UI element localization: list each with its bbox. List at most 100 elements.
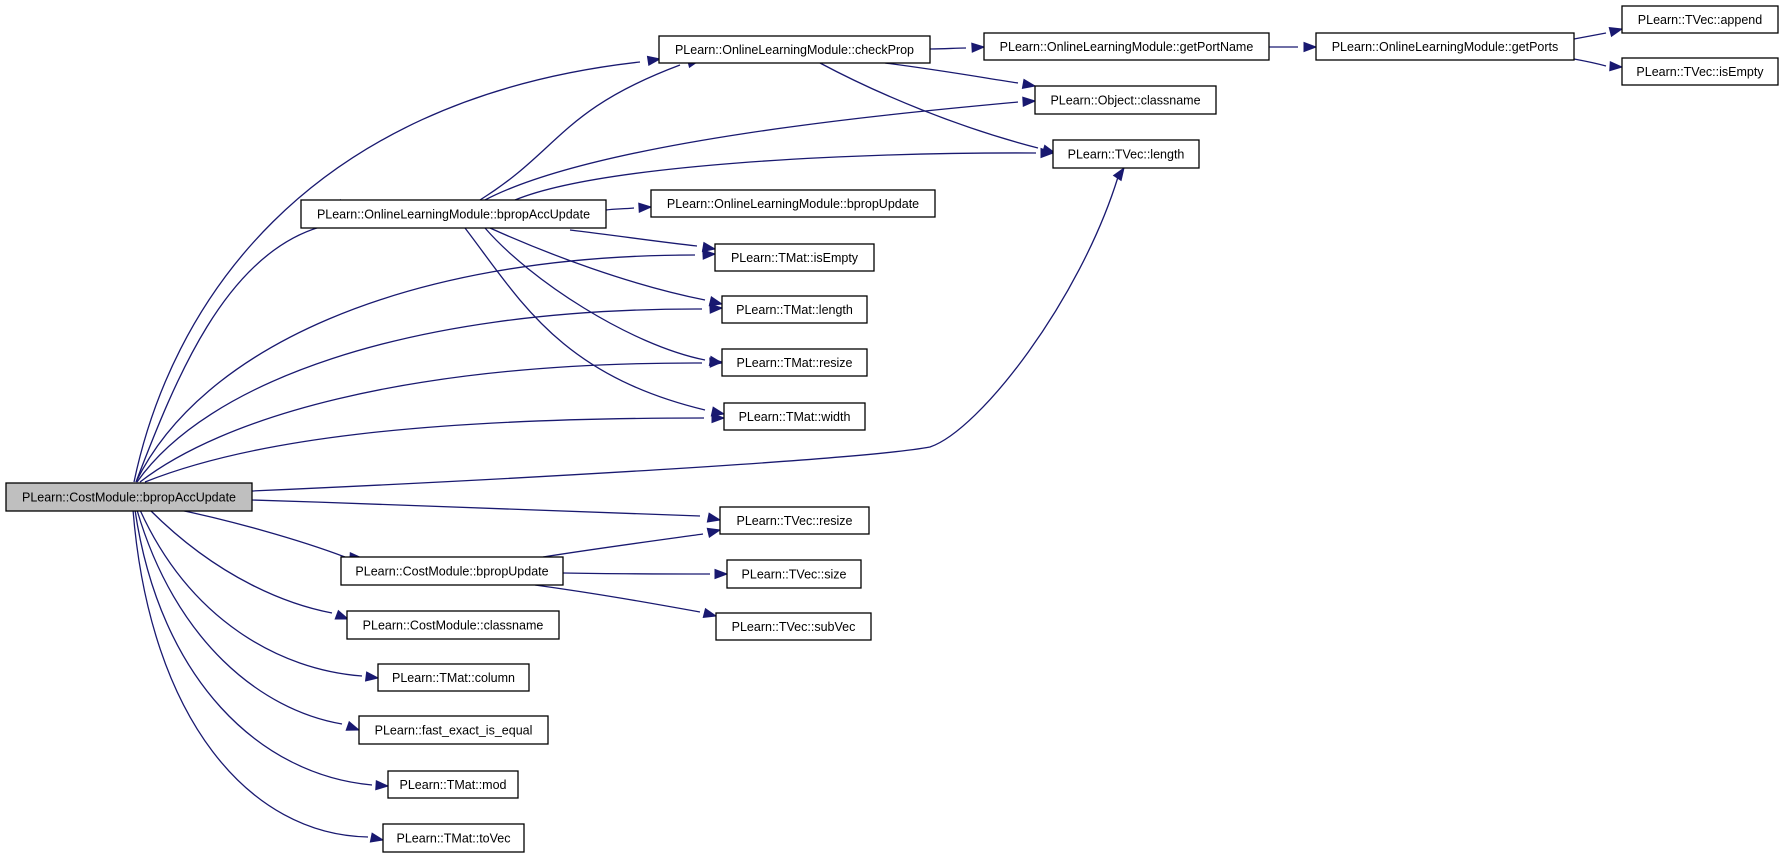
node-fast-exact-is-equal[interactable]: PLearn::fast_exact_is_equal bbox=[358, 715, 549, 745]
arrowhead bbox=[971, 42, 986, 53]
node-root[interactable]: PLearn::CostModule::bpropAccUpdate bbox=[5, 482, 253, 512]
edge-root-to-olm-bpropAccUpdate bbox=[135, 198, 341, 483]
arrowhead bbox=[701, 241, 717, 253]
node-tvec-resize[interactable]: PLearn::TVec::resize bbox=[719, 506, 870, 535]
node-box bbox=[1621, 57, 1779, 86]
node-box bbox=[300, 199, 607, 229]
node-obj-classname[interactable]: PLearn::Object::classname bbox=[1034, 85, 1217, 115]
node-cm-classname[interactable]: PLearn::CostModule::classname bbox=[346, 610, 560, 640]
edge-line bbox=[884, 62, 1019, 84]
edge-root-to-tmat-isEmpty bbox=[135, 249, 717, 483]
node-box bbox=[721, 348, 868, 377]
edges-layer bbox=[132, 26, 1624, 843]
node-label: PLearn::OnlineLearningModule::getPorts bbox=[1332, 40, 1559, 54]
node-box bbox=[5, 482, 253, 512]
node-box bbox=[721, 295, 868, 324]
node-tmat-mod[interactable]: PLearn::TMat::mod bbox=[387, 770, 519, 799]
edge-line bbox=[132, 509, 369, 838]
node-olm-checkProp[interactable]: PLearn::OnlineLearningModule::checkProp bbox=[658, 35, 931, 64]
node-box bbox=[1052, 139, 1200, 169]
edge-root-to-tmat-length bbox=[136, 303, 724, 483]
edge-line bbox=[144, 417, 705, 483]
edge-olm-bpropAccUpdate-to-tmat-isEmpty bbox=[569, 229, 717, 253]
node-box bbox=[358, 715, 549, 745]
arrowhead bbox=[1040, 147, 1055, 159]
node-box bbox=[726, 559, 862, 589]
node-olm-bpropAccUpdate[interactable]: PLearn::OnlineLearningModule::bpropAccUp… bbox=[300, 199, 607, 229]
node-label: PLearn::CostModule::bpropUpdate bbox=[355, 565, 548, 579]
arrowhead bbox=[709, 303, 724, 314]
edge-line bbox=[139, 362, 703, 483]
edge-line bbox=[139, 509, 363, 677]
edge-line bbox=[479, 64, 681, 201]
arrowhead bbox=[646, 55, 662, 67]
node-label: PLearn::TMat::width bbox=[739, 410, 851, 424]
node-tmat-resize[interactable]: PLearn::TMat::resize bbox=[721, 348, 868, 377]
node-box bbox=[723, 402, 866, 431]
node-tvec-size[interactable]: PLearn::TVec::size bbox=[726, 559, 862, 589]
arrowhead bbox=[369, 832, 385, 843]
node-box bbox=[1034, 85, 1217, 115]
node-label: PLearn::CostModule::bpropAccUpdate bbox=[22, 491, 236, 505]
node-olm-bpropUpdate[interactable]: PLearn::OnlineLearningModule::bpropUpdat… bbox=[650, 189, 936, 218]
node-box bbox=[346, 610, 560, 640]
edge-line bbox=[534, 584, 701, 613]
edge-line bbox=[1573, 32, 1607, 40]
arrowhead bbox=[1112, 166, 1125, 182]
node-label: PLearn::Object::classname bbox=[1050, 94, 1200, 108]
node-box bbox=[719, 506, 870, 535]
edge-cm-bpropUpdate-to-tvec-size bbox=[562, 568, 729, 580]
edge-olm-checkProp-to-tvec-length bbox=[819, 62, 1057, 155]
edge-line bbox=[489, 227, 706, 301]
nodes-layer: PLearn::CostModule::bpropAccUpdatePLearn… bbox=[5, 5, 1779, 853]
edge-root-to-cm-bpropUpdate bbox=[169, 507, 364, 563]
node-cm-bpropUpdate[interactable]: PLearn::CostModule::bpropUpdate bbox=[340, 556, 564, 586]
node-tmat-column[interactable]: PLearn::TMat::column bbox=[377, 663, 530, 692]
edge-olm-bpropAccUpdate-to-tmat-length bbox=[489, 227, 724, 307]
node-tmat-toVec[interactable]: PLearn::TMat::toVec bbox=[382, 823, 525, 853]
node-tvec-length[interactable]: PLearn::TVec::length bbox=[1052, 139, 1200, 169]
node-label: PLearn::TVec::append bbox=[1638, 13, 1762, 27]
edge-line bbox=[464, 227, 706, 411]
node-label: PLearn::TVec::resize bbox=[736, 514, 852, 528]
edge-line bbox=[484, 101, 1019, 201]
node-tmat-isEmpty[interactable]: PLearn::TMat::isEmpty bbox=[714, 243, 875, 272]
node-olm-getPorts[interactable]: PLearn::OnlineLearningModule::getPorts bbox=[1315, 32, 1575, 61]
node-tvec-append[interactable]: PLearn::TVec::append bbox=[1621, 5, 1779, 34]
node-olm-getPortName[interactable]: PLearn::OnlineLearningModule::getPortNam… bbox=[983, 32, 1270, 61]
edge-root-to-tmat-column bbox=[139, 509, 380, 682]
arrowhead bbox=[706, 527, 722, 538]
node-tvec-isEmpty[interactable]: PLearn::TVec::isEmpty bbox=[1621, 57, 1779, 86]
edge-line bbox=[133, 61, 641, 483]
arrowhead bbox=[702, 249, 717, 260]
node-box bbox=[650, 189, 936, 218]
edge-line bbox=[136, 308, 703, 483]
edge-root-to-cm-classname bbox=[149, 509, 350, 620]
edge-root-to-tmat-toVec bbox=[132, 509, 385, 843]
node-box bbox=[387, 770, 519, 799]
node-box bbox=[1621, 5, 1779, 34]
node-label: PLearn::OnlineLearningModule::bpropUpdat… bbox=[667, 197, 919, 211]
edge-root-to-fast-exact-is-equal bbox=[136, 509, 361, 731]
edge-olm-checkProp-to-obj-classname bbox=[884, 62, 1037, 89]
edge-line bbox=[929, 47, 967, 50]
arrowhead bbox=[345, 720, 361, 731]
edge-line bbox=[149, 509, 333, 614]
edge-olm-getPortName-to-olm-getPorts bbox=[1269, 41, 1318, 53]
node-tmat-length[interactable]: PLearn::TMat::length bbox=[721, 295, 868, 324]
node-label: PLearn::TMat::isEmpty bbox=[731, 251, 859, 265]
arrowhead bbox=[708, 296, 724, 307]
edge-root-to-tvec-resize bbox=[251, 499, 722, 523]
node-tvec-subVec[interactable]: PLearn::TVec::subVec bbox=[715, 612, 872, 641]
node-tmat-width[interactable]: PLearn::TMat::width bbox=[723, 402, 866, 431]
node-box bbox=[340, 556, 564, 586]
arrowhead bbox=[334, 609, 350, 620]
edge-line bbox=[135, 226, 321, 483]
node-label: PLearn::TVec::subVec bbox=[732, 620, 856, 634]
arrowhead bbox=[714, 568, 729, 580]
arrowhead bbox=[708, 355, 724, 366]
edge-line bbox=[134, 509, 373, 786]
edge-line bbox=[542, 533, 704, 558]
node-label: PLearn::OnlineLearningModule::getPortNam… bbox=[1000, 40, 1254, 54]
edge-cm-bpropUpdate-to-tvec-subVec bbox=[534, 584, 718, 619]
